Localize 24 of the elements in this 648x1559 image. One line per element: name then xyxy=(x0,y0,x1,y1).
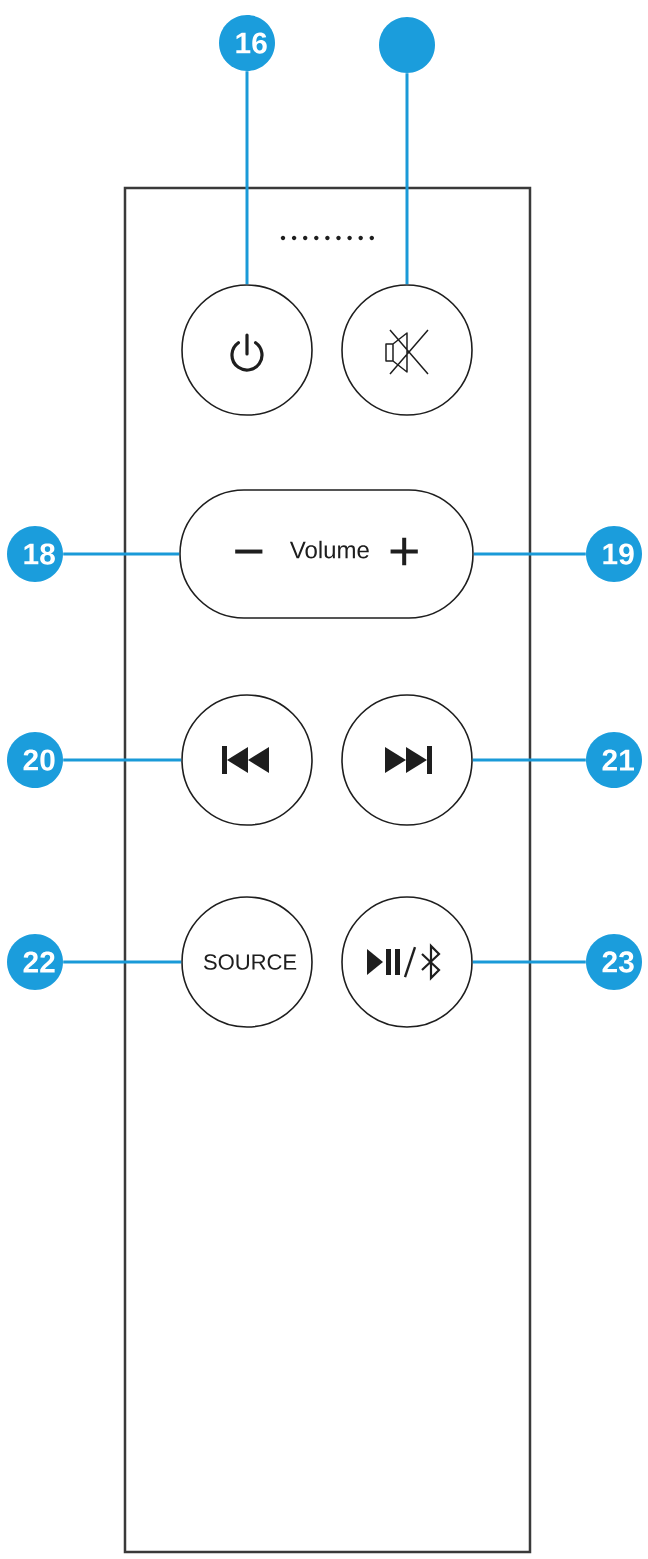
remote-body xyxy=(123,186,532,1554)
callout-number: 20 xyxy=(7,732,63,788)
leader-line xyxy=(472,758,586,762)
callout-number: 22 xyxy=(7,934,63,990)
callout-number: 16 xyxy=(219,15,275,71)
callout-marker xyxy=(379,17,435,73)
callout-number: 19 xyxy=(586,526,642,582)
callout-number: 18 xyxy=(7,526,63,582)
power-button xyxy=(181,284,313,416)
leader-line xyxy=(473,552,586,556)
callout-number: 21 xyxy=(586,732,642,788)
volume-button: − Volume + xyxy=(179,489,474,619)
source-button: SOURCE xyxy=(181,896,313,1028)
next-button xyxy=(341,694,473,826)
leader-line xyxy=(405,73,409,285)
play-pause-button xyxy=(341,896,473,1028)
previous-button xyxy=(181,694,313,826)
callout-number: 23 xyxy=(586,934,642,990)
leader-line xyxy=(472,960,586,964)
leader-line xyxy=(63,960,182,964)
mute-button xyxy=(341,284,473,416)
leader-line xyxy=(63,758,182,762)
leader-line xyxy=(245,71,249,285)
leader-line xyxy=(63,552,180,556)
